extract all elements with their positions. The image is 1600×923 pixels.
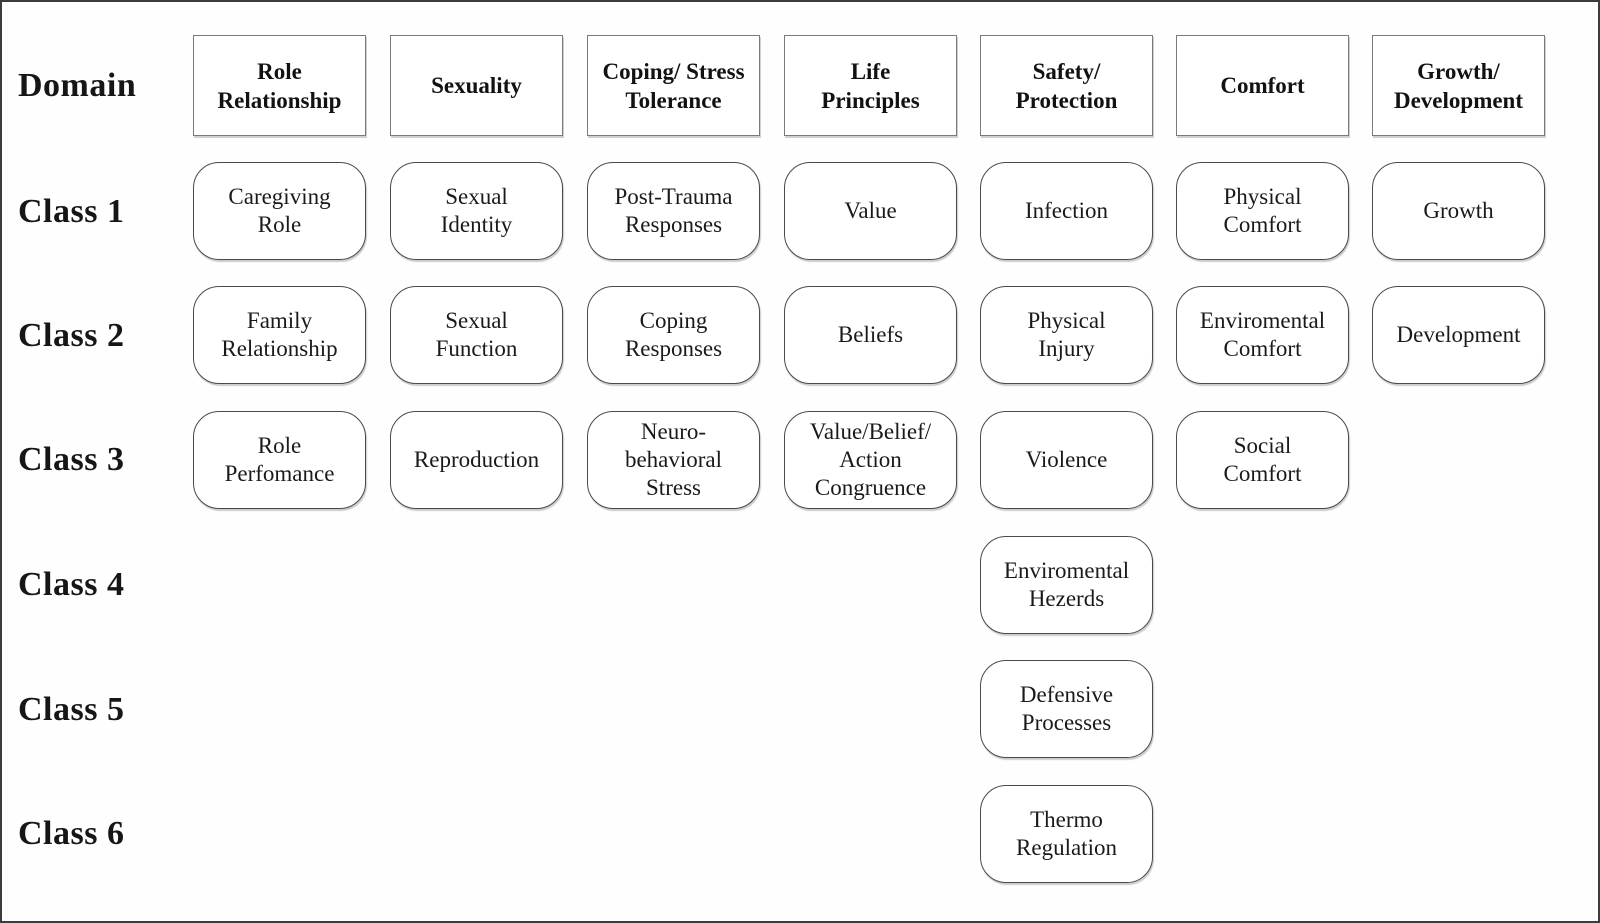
cell-sexual-identity: Sexual Identity <box>390 162 563 260</box>
cell-defensive-processes: Defensive Processes <box>980 660 1153 758</box>
cell-family-relationship: Family Relationship <box>193 286 366 384</box>
cell-coping-responses: Coping Responses <box>587 286 760 384</box>
cell-social-comfort: Social Comfort <box>1176 411 1349 509</box>
cell-development: Development <box>1372 286 1545 384</box>
cell-value-belief-action-congruence: Value/Belief/ Action Congruence <box>784 411 957 509</box>
domain-header-role-relationship: Role Relationship <box>193 35 366 136</box>
cell-violence: Violence <box>980 411 1153 509</box>
domain-header-sexuality: Sexuality <box>390 35 563 136</box>
row-label-domain: Domain <box>18 67 137 104</box>
cell-beliefs: Beliefs <box>784 286 957 384</box>
domain-header-coping-stress-tolerance: Coping/ Stress Tolerance <box>587 35 760 136</box>
cell-sexual-function: Sexual Function <box>390 286 563 384</box>
row-label-class-4: Class 4 <box>18 566 125 603</box>
cell-growth: Growth <box>1372 162 1545 260</box>
domain-header-safety-protection: Safety/ Protection <box>980 35 1153 136</box>
row-label-class-6: Class 6 <box>18 815 125 852</box>
cell-reproduction: Reproduction <box>390 411 563 509</box>
cell-role-perfomance: Role Perfomance <box>193 411 366 509</box>
cell-thermo-regulation: Thermo Regulation <box>980 785 1153 883</box>
cell-physical-comfort: Physical Comfort <box>1176 162 1349 260</box>
cell-enviromental-comfort: Enviromental Comfort <box>1176 286 1349 384</box>
cell-post-trauma-responses: Post-Trauma Responses <box>587 162 760 260</box>
domain-header-life-principles: Life Principles <box>784 35 957 136</box>
cell-caregiving-role: Caregiving Role <box>193 162 366 260</box>
row-label-class-3: Class 3 <box>18 441 125 478</box>
row-label-class-1: Class 1 <box>18 193 125 230</box>
row-label-class-5: Class 5 <box>18 691 125 728</box>
domain-header-comfort: Comfort <box>1176 35 1349 136</box>
cell-enviromental-hezerds: Enviromental Hezerds <box>980 536 1153 634</box>
cell-value: Value <box>784 162 957 260</box>
row-label-class-2: Class 2 <box>18 317 125 354</box>
domain-header-growth-development: Growth/ Development <box>1372 35 1545 136</box>
cell-infection: Infection <box>980 162 1153 260</box>
cell-physical-injury: Physical Injury <box>980 286 1153 384</box>
cell-neuro-behavioral-stress: Neuro- behavioral Stress <box>587 411 760 509</box>
